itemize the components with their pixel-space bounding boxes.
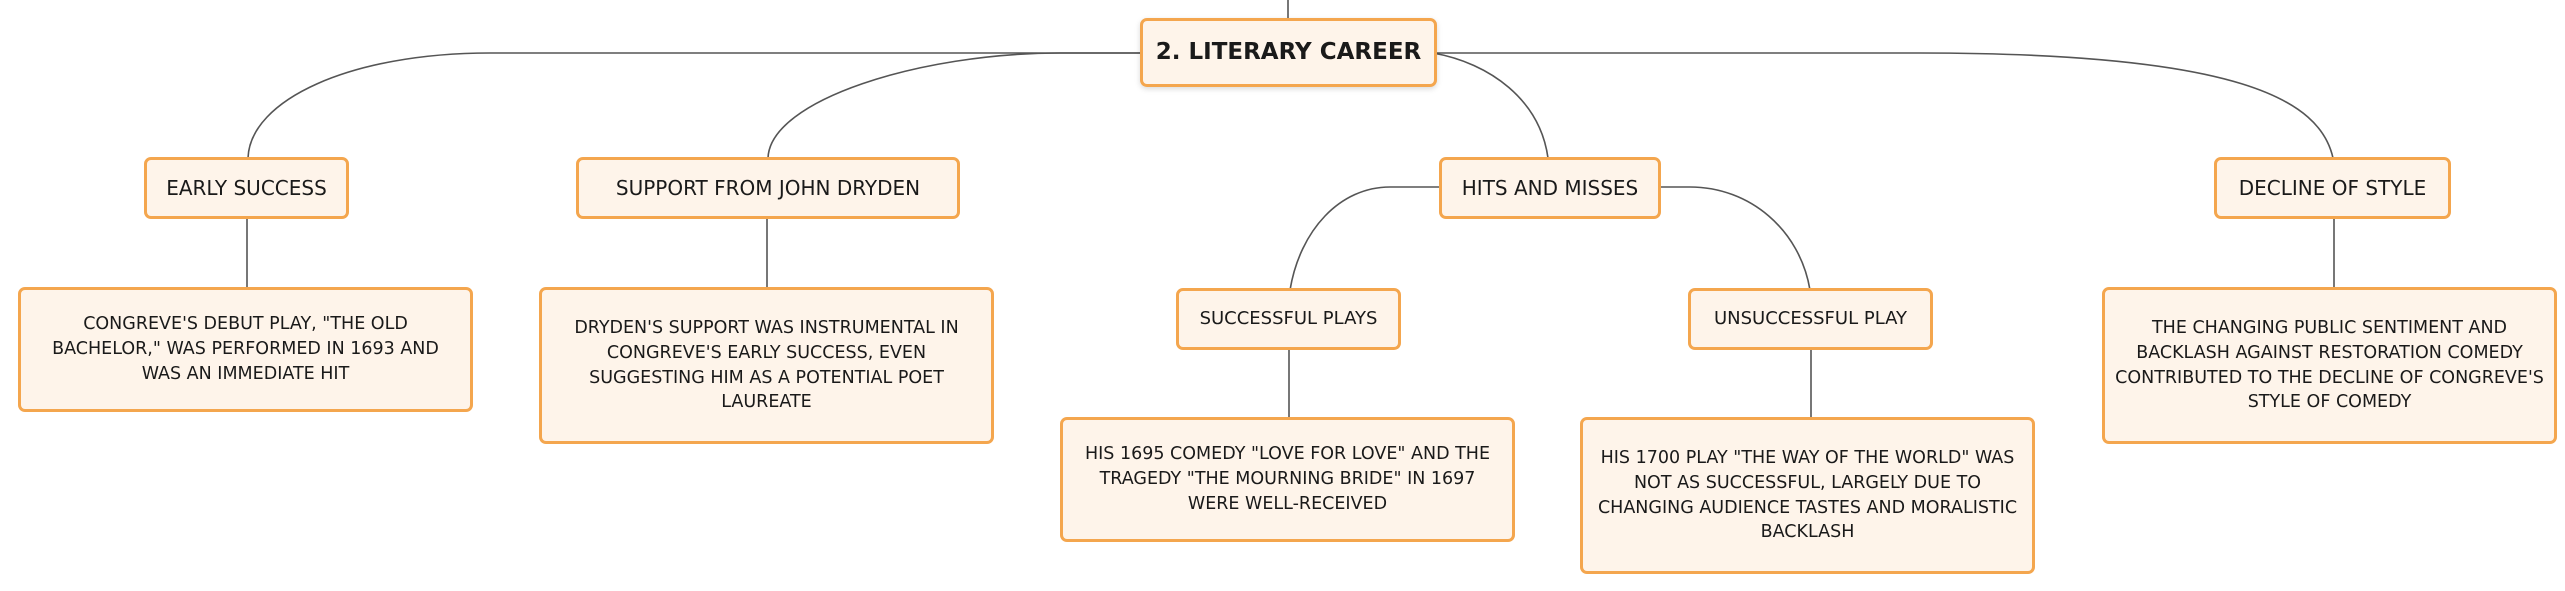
topic-support-from-john-dryden[interactable]: Support from John Dryden	[576, 157, 960, 219]
connector-root-to-dryden	[767, 52, 1140, 159]
connector-root-to-hits	[1432, 52, 1549, 159]
subtopic-label: Unsuccessful Play	[1713, 308, 1908, 330]
subtopic-unsuccessful-play[interactable]: Unsuccessful Play	[1688, 288, 1933, 350]
detail-text: Dryden's support was instrumental in Con…	[574, 317, 959, 413]
subtopic-successful-plays[interactable]: Successful Plays	[1176, 288, 1401, 350]
connector-hits-to-unsuccessful	[1660, 186, 1811, 291]
topic-early-success[interactable]: Early Success	[144, 157, 349, 219]
topic-label: Decline of Style	[2238, 175, 2427, 200]
root-node[interactable]: 2. Literary Career	[1140, 18, 1437, 87]
connector-root-to-early-success	[247, 52, 1140, 159]
topic-decline-of-style[interactable]: Decline of Style	[2214, 157, 2451, 219]
detail-successful-plays[interactable]: His 1695 comedy "Love for Love" and the …	[1060, 417, 1515, 542]
detail-text: His 1700 play "The Way of the World" was…	[1597, 447, 2018, 543]
topic-hits-and-misses[interactable]: Hits and Misses	[1439, 157, 1661, 219]
topic-label: Hits and Misses	[1461, 175, 1639, 200]
subtopic-label: Successful Plays	[1199, 308, 1378, 330]
topic-label: Support from John Dryden	[615, 175, 921, 200]
connector-root-to-decline	[1433, 52, 2334, 159]
topic-label: Early Success	[166, 175, 327, 200]
detail-support-from-john-dryden[interactable]: Dryden's support was instrumental in Con…	[539, 287, 994, 444]
root-node-label: 2. Literary Career	[1155, 39, 1422, 66]
connector-hits-to-successful	[1289, 186, 1442, 291]
detail-unsuccessful-play[interactable]: His 1700 play "The Way of the World" was…	[1580, 417, 2035, 574]
detail-text: His 1695 comedy "Love for Love" and the …	[1084, 444, 1491, 514]
detail-text: Congreve's debut play, "The Old Bachelor…	[52, 314, 439, 384]
detail-early-success[interactable]: Congreve's debut play, "The Old Bachelor…	[18, 287, 473, 412]
detail-decline-of-style[interactable]: The changing public sentiment and backla…	[2102, 287, 2557, 444]
detail-text: The changing public sentiment and backla…	[2115, 317, 2544, 413]
